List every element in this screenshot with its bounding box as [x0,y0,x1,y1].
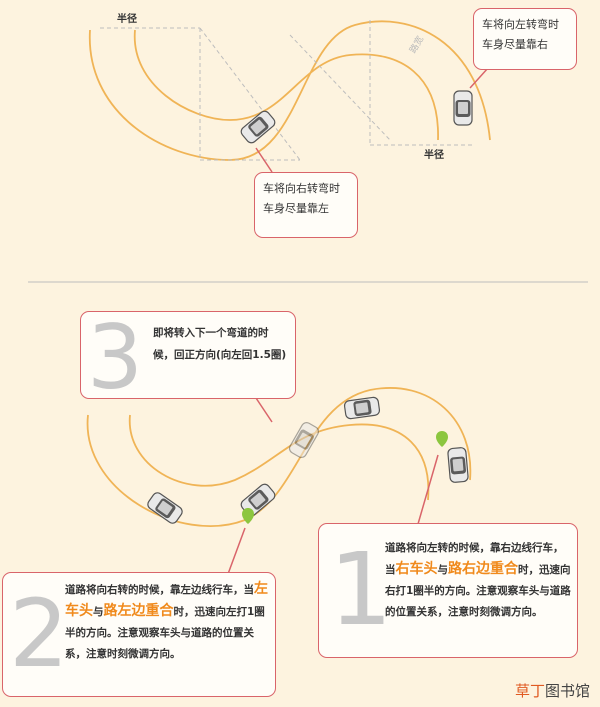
step1-text-post: 时，迅速向右打1圈半的方向。注意观察车头与道路的位置关系，注意时刻微调方向。 [385,564,571,618]
step1-text-pre: 道路将向左转的时候，靠右边线行车，当 [385,542,564,576]
watermark: 草丁图书馆 [515,680,590,701]
step1-number: 1 [329,531,393,648]
step2-highlight-road-left-edge: 路左边重合 [103,603,174,619]
bubble-tail-step2 [227,527,246,575]
bottom-road [86,387,472,527]
bubble-right-turn: 车将向右转弯时车身尽量靠左 [254,172,358,238]
step2-text-mid: 与 [93,606,104,618]
bubble-tail-step3 [255,397,273,423]
step2-text-post: 时，迅速向左打1圈半的方向。注意观察车头与道路的位置关系，注意时刻微调方向。 [65,606,265,660]
bottom-road-inner-edge [128,414,430,501]
bubble-step1: 1 道路将向左转的时候，靠右边线行车，当右车头与路右边重合时，迅速向右打1圈半的… [318,523,578,658]
step1-highlight-right-car-head: 右车头 [395,561,438,577]
bottom-road-outer-edge [86,387,472,527]
bubble-left-turn: 车将向左转弯时车身尽量靠右 [473,8,577,70]
road-width-label: 路宽 [407,34,426,56]
marker-pin-left [242,508,254,524]
step2-text-pre: 道路将向右转的时候，靠左边线行车，当 [65,584,254,596]
step2-text: 道路将向右转的时候，靠左边线行车，当左车头与路左边重合时，迅速向左打1圈半的方向… [65,579,271,665]
bubble-left-turn-text: 车将向左转弯时车身尽量靠右 [482,18,559,51]
top-car-left [238,108,278,146]
step3-text: 即将转入下一个弯道的时候，回正方向(向左回1.5圈) [153,327,287,361]
marker-pin-right [436,431,448,447]
watermark-part2: 图书馆 [544,682,590,700]
bottom-car-ghost [287,420,321,460]
top-road [89,20,491,161]
bubble-step2: 2 道路将向右转的时候，靠左边线行车，当左车头与路左边重合时，迅速向左打1圈半的… [2,572,276,697]
step3-number: 3 [87,306,143,409]
step1-text: 道路将向左转的时候，靠右边线行车，当右车头与路右边重合时，迅速向右打1圈半的方向… [385,538,573,623]
bubble-tail-top-right [469,67,489,89]
radius-label-left: 半径 [117,12,137,25]
top-guide-lines [100,20,475,161]
bubble-step3: 3 即将转入下一个弯道的时候，回正方向(向左回1.5圈) [80,306,296,409]
top-road-inner-edge [134,29,439,141]
watermark-part1: 草丁 [514,682,545,700]
step1-highlight-road-right-edge: 路右边重合 [448,561,518,577]
radius-label-right: 半径 [424,148,444,161]
bottom-car-right [446,446,470,484]
bottom-car-left [145,490,185,526]
step2-highlight-left-car-head: 左车头 [65,581,268,619]
bubble-tail-step1 [417,454,439,525]
bubble-tail-top-left [255,147,273,173]
top-car-right [453,90,473,126]
bottom-car-top [343,396,381,420]
bubble-right-turn-text: 车将向右转弯时车身尽量靠左 [263,182,340,215]
step2-number: 2 [9,580,69,689]
step1-text-mid: 与 [437,564,449,576]
top-road-outer-edge [89,20,491,161]
